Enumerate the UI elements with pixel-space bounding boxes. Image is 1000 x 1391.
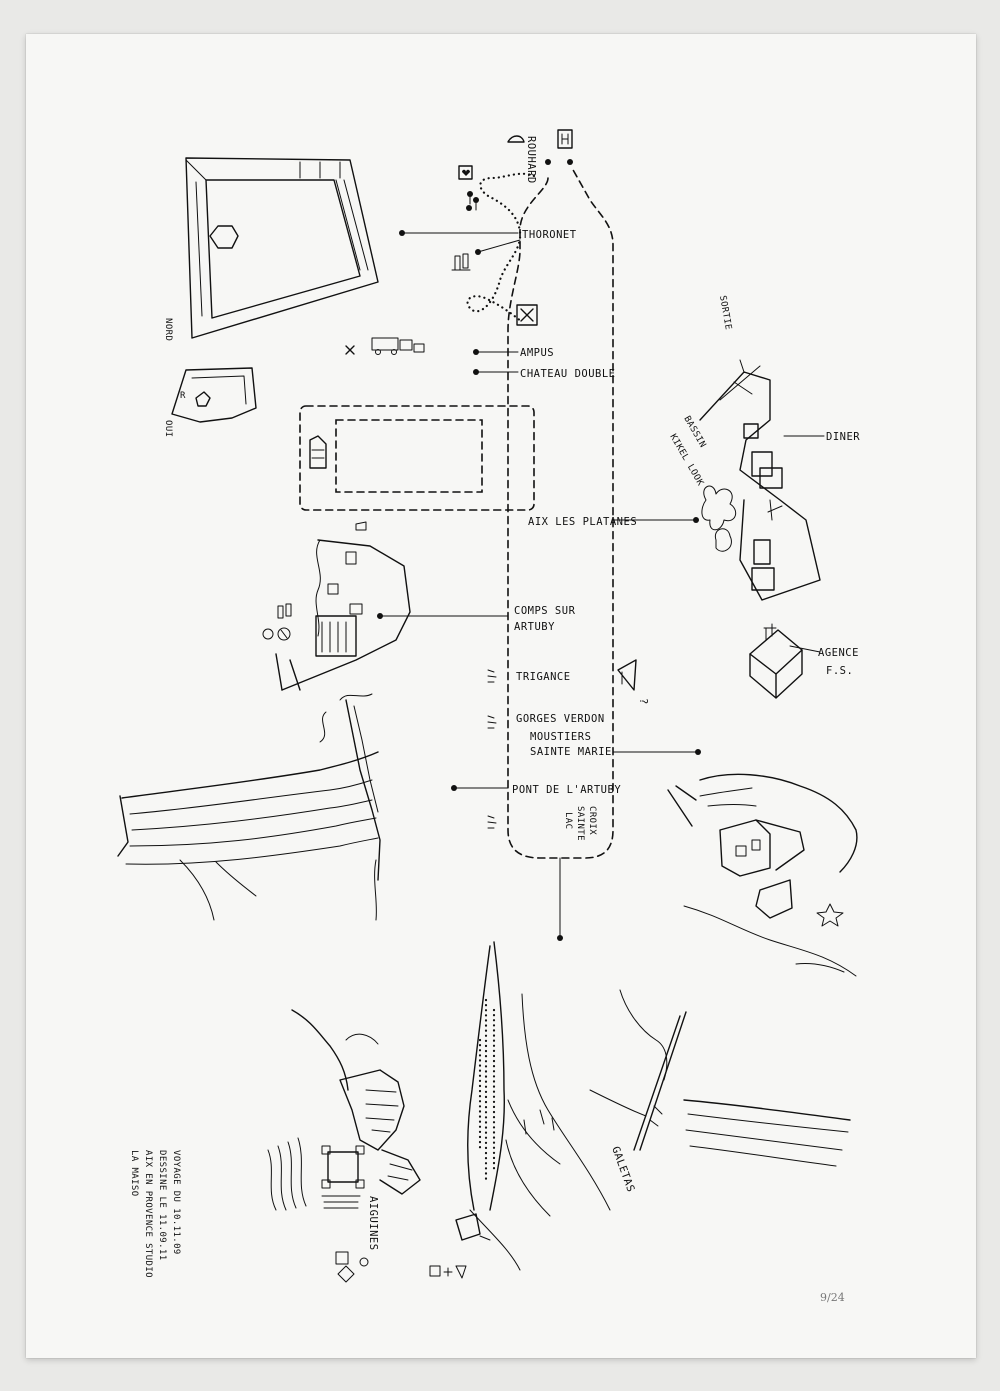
- route-labels: ROUHARD THORONET AMPUS CHATEAU DOUBLE AI…: [512, 136, 637, 841]
- figures-icon: [466, 191, 479, 211]
- route-icons: ?: [451, 129, 649, 829]
- label-sainte: SAINTE: [575, 806, 585, 841]
- helmet-icon: [507, 135, 525, 143]
- label-bassin: BASSIN: [681, 415, 707, 450]
- star-icon: [816, 903, 844, 927]
- label-comps-2: ARTUBY: [514, 621, 555, 633]
- label-sortie: SORTIE: [717, 295, 733, 331]
- small-icons-bottom: [335, 1251, 467, 1283]
- sign-heart-icon: [458, 165, 473, 180]
- left-building-sketch: [262, 521, 411, 691]
- galetas-landscape: GALETAS: [589, 989, 851, 1194]
- edition-number: 9/24: [820, 1291, 845, 1304]
- right-building-sketch: SORTIE DINER BASSIN KIKEL LOOK: [667, 295, 860, 601]
- agence-cube: AGENCE F.S.: [749, 623, 859, 699]
- left-cliff-landscape: [117, 693, 381, 921]
- paper-sheet: [26, 34, 976, 1358]
- top-left-plan: NORD R OUI: [163, 157, 379, 437]
- h-sign-icon: [557, 129, 573, 149]
- figures-thoronet-icon: [451, 253, 471, 271]
- hexagon-fountain: [209, 225, 239, 249]
- label-oui: OUI: [163, 420, 173, 437]
- bench-icon: [321, 1195, 361, 1209]
- wavy-field: [267, 1137, 307, 1211]
- lake-landscape: [455, 941, 611, 1271]
- label-r: R: [180, 391, 186, 401]
- label-chateau-double: CHATEAU DOUBLE: [520, 368, 616, 380]
- label-nord: NORD: [163, 318, 173, 341]
- sound-icons: [487, 669, 497, 829]
- crossed-box-icon: [516, 304, 538, 326]
- people-left-icon: [262, 603, 292, 641]
- label-moustiers-1: MOUSTIERS: [530, 731, 591, 743]
- colophon-line-2: DESSINE LE 11.09.11: [157, 1150, 167, 1261]
- label-roughard: ROUHARD: [525, 136, 537, 184]
- label-comps-1: COMPS SUR: [514, 605, 576, 617]
- colophon: VOYAGE DU 10.11.09 DESSINE LE 11.09.11 A…: [129, 1150, 181, 1278]
- trumpet-icon: [617, 659, 637, 691]
- aiguines-sketch: AIGUINES: [267, 1009, 467, 1283]
- label-lac: LAC: [563, 812, 573, 829]
- label-agence: AGENCE: [818, 647, 859, 659]
- label-aiguines: AIGUINES: [367, 1196, 379, 1251]
- small-sign-icon: [355, 521, 367, 531]
- label-aix-platanes: AIX LES PLATANES: [528, 516, 637, 528]
- label-thoronet: THORONET: [522, 229, 577, 241]
- route-path: [466, 159, 614, 859]
- pool-plan: [299, 405, 535, 511]
- x-mark-icon: [345, 345, 355, 355]
- label-croix: CROIX: [587, 806, 597, 835]
- label-pont-artuby: PONT DE L'ARTUBY: [512, 784, 621, 796]
- label-gorges-verdon: GORGES VERDON: [516, 713, 605, 725]
- question-mark: ?: [637, 698, 649, 705]
- label-galetas: GALETAS: [609, 1145, 637, 1194]
- truck-sketch: [345, 337, 425, 355]
- label-ampus: AMPUS: [520, 347, 554, 359]
- fort-icon: [321, 1145, 365, 1189]
- label-agence-fs: F.S.: [826, 665, 853, 677]
- colophon-line-4: LA MAISO: [129, 1150, 139, 1197]
- label-diner: DINER: [826, 431, 860, 443]
- connector-lines: [377, 230, 701, 941]
- colophon-line-3: AIX EN PROVENCE STUDIO: [143, 1150, 153, 1278]
- label-moustiers-2: SAINTE MARIE: [530, 746, 612, 758]
- label-trigance: TRIGANCE: [516, 671, 571, 683]
- colophon-line-1: VOYAGE DU 10.11.09: [171, 1150, 181, 1255]
- right-village-landscape: [667, 773, 858, 977]
